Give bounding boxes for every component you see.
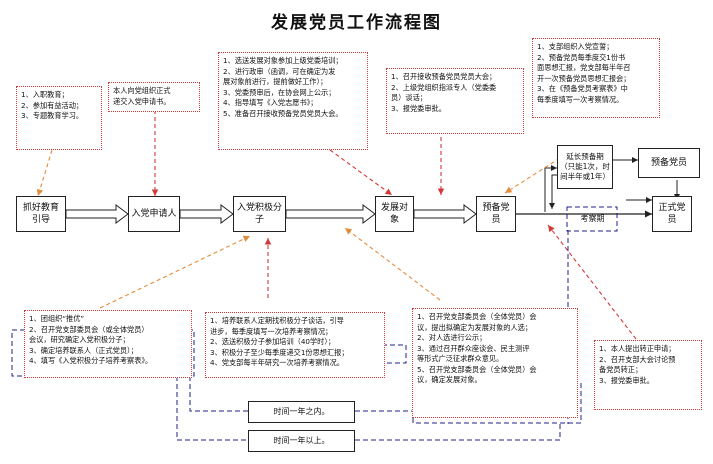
- note-line: 员）谈话；: [391, 93, 427, 102]
- stage-study-period: 考察期: [580, 214, 605, 223]
- note-full-membership: 1、本人提出转正申请； 2、召开支部大会讨论预 备党员转正； 3、报党委审批。: [594, 340, 702, 410]
- note-line: 3、在《预备党员考察表》中: [537, 84, 628, 93]
- note-line: 1、支部组织入党宣誓；: [537, 42, 614, 51]
- note-line: 1、团组织“推优”: [29, 314, 85, 323]
- arrow-s1-s2: [65, 204, 129, 224]
- stage-extension: 延长预备期（只能1次，时间半年或1年）: [557, 145, 613, 189]
- stage-full-member: 正式党员: [652, 196, 692, 232]
- note-line: 2、进行政审（函调，可在确定为发: [223, 66, 336, 76]
- note-line: 3、确定培养联系人（正式党员）；: [29, 345, 138, 355]
- note-line: 2、选送积极分子参加培训（40学时）；: [210, 337, 336, 346]
- note-line: 递交入党申请书。: [113, 96, 171, 106]
- arrow-s2-s3: [179, 204, 234, 224]
- arrow-s4-s5: [413, 204, 477, 224]
- note-application: 本人向党组织正式 递交入党申请书。: [108, 82, 200, 112]
- note-line: 3、报党委审批。: [391, 103, 446, 113]
- note-arrows-orange: [36, 149, 561, 309]
- note-development-target: 1、召开党支部委员会（全体党员）会 议，提出拟确定为发展对象的人选； 2、对人选…: [412, 308, 578, 418]
- note-line: 3、通过召开群众座谈会、民主测评: [417, 343, 530, 353]
- note-line: 2、对人选进行公示；: [417, 333, 487, 342]
- note-line: 3、党委预审后，在协会网上公示；: [223, 87, 336, 97]
- note-line: 3、报党委审批。: [599, 375, 654, 385]
- main-flow-arrows: [65, 204, 477, 224]
- note-line: 2、预备党员每季度交1份书: [537, 52, 626, 62]
- note-line: 3、积极分子至少每季度递交1份思想汇报；: [210, 347, 349, 357]
- stage-activist: 入党积极分子: [233, 196, 286, 232]
- note-probationary-meeting: 1、召开接收预备党员党员大会； 2、上级党组织指派专人（党委委 员）谈话； 3、…: [386, 68, 524, 134]
- note-activist-training: 1、培养联系人定期找积极分子谈话，引导 进步，每季度填写一次培养考察情况； 2、…: [205, 312, 385, 378]
- note-line: 议，确定发展对象。: [417, 375, 482, 384]
- note-line: 进步，每季度填写一次培养考察情况；: [210, 326, 333, 336]
- note-arrows-red: [151, 110, 637, 340]
- note-line: 5、召开党支部委员会（全体党员）会: [417, 364, 537, 374]
- note-probation-period: 1、支部组织入党宣誓； 2、预备党员每季度交1份书 面思想汇报，党支部每半年召 …: [532, 38, 660, 118]
- note-line: 4、填写《入党积极分子培养考察表》。: [29, 356, 153, 365]
- note-line: 等形式广泛征求群众意见。: [417, 354, 504, 363]
- arrow-s3-s4: [285, 204, 376, 224]
- note-line: 本人向党组织正式: [113, 86, 171, 95]
- note-line: 1、选送发展对象参加上级党委培训；: [223, 56, 343, 65]
- note-activist-selection: 1、团组织“推优” 2、召开党支部委员会（或全体党员） 会议，研究确定入党积极分…: [24, 310, 192, 378]
- note-education: 1、入职教育； 2、参加有益活动； 3、专题教育学习。: [16, 86, 102, 150]
- note-line: 2、上级党组织指派专人（党委委: [391, 82, 497, 92]
- time-label-over-year: 时间一年以上。: [248, 430, 355, 452]
- note-line: 议，提出拟确定为发展对象的人选；: [417, 322, 533, 332]
- note-line: 备党员转正；: [599, 365, 643, 374]
- stage-applicant: 入党申请人: [128, 196, 180, 232]
- note-line: 1、入职教育；: [21, 90, 69, 99]
- note-line: 1、召开党支部委员会（全体党员）会: [417, 312, 537, 321]
- stage-probationary-member: 预备党员: [476, 196, 516, 232]
- note-line: 1、本人提出转正申请；: [599, 344, 676, 353]
- note-line: 1、召开接收预备党员党员大会；: [391, 72, 497, 81]
- note-development-prep: 1、选送发展对象参加上级党委培训； 2、进行政审（函调，可在确定为发 展对象前进…: [218, 52, 368, 150]
- time-label-within-year: 时间一年之内。: [248, 401, 355, 423]
- arrow-to-extension: [544, 165, 557, 212]
- note-line: 3、专题教育学习。: [21, 111, 84, 120]
- note-line: 5、准备召开接收预备党员党员大会。: [223, 108, 343, 118]
- stage-development-target: 发展对象: [375, 196, 414, 232]
- note-line: 1、培养联系人定期找积极分子谈话，引导: [210, 316, 344, 325]
- note-line: 开一次预备党员思想汇报会；: [537, 73, 631, 83]
- note-line: 会议，研究确定入党积极分子；: [29, 335, 130, 344]
- note-line: 面思想汇报，党支部每半年召: [537, 63, 631, 72]
- note-line: 每季度填写一次考察情况。: [537, 94, 624, 104]
- note-line: 2、召开党支部委员会（或全体党员）: [29, 324, 149, 334]
- note-line: 4、指导填写《入党志愿书》；: [223, 98, 318, 107]
- note-line: 4、党支部每半年研究一次培养考察情况。: [210, 358, 344, 367]
- note-line: 展对象前进行，提前做好工作）；: [223, 77, 328, 86]
- note-line: 2、参加有益活动；: [21, 100, 84, 110]
- stage-education-guidance: 抓好教育引导: [16, 196, 66, 232]
- note-line: 2、召开支部大会讨论预: [599, 354, 676, 364]
- page-title: 发展党员工作流程图: [271, 13, 442, 33]
- stage-probationary-box: 预备党员: [638, 148, 700, 178]
